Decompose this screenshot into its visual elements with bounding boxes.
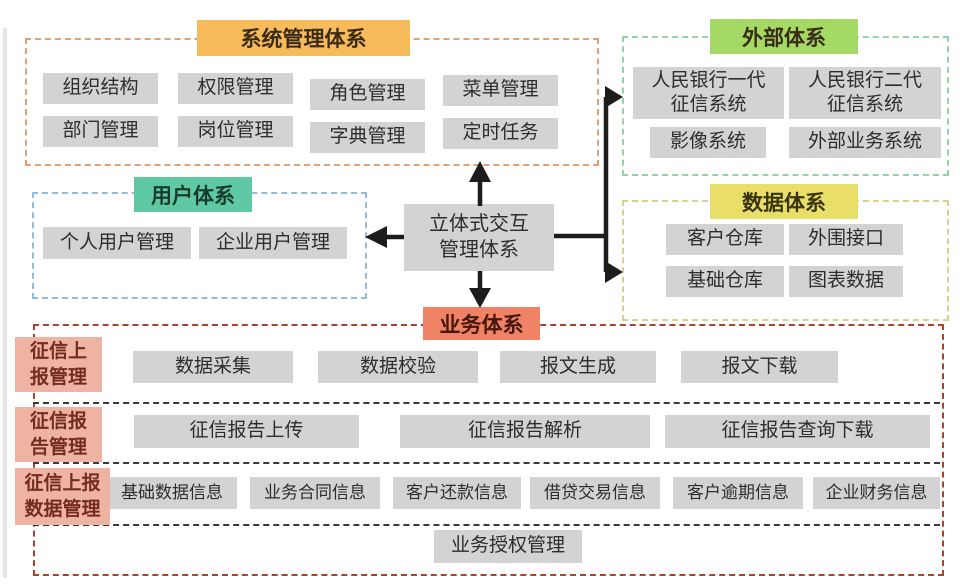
business-item: 数据校验 <box>318 351 478 383</box>
business-row-label-line: 报管理 <box>29 366 87 388</box>
business-item: 征信报告上传 <box>134 415 359 448</box>
external-item-line: 人民银行一代 <box>651 69 766 91</box>
data-item: 外围接口 <box>789 224 903 255</box>
external-item-line: 征信系统 <box>826 94 903 115</box>
business-row-label-line: 告管理 <box>29 436 87 458</box>
system-item: 菜单管理 <box>443 75 558 106</box>
business-item: 业务合同信息 <box>250 477 380 509</box>
system-item: 岗位管理 <box>178 116 293 147</box>
external-item: 影像系统 <box>650 127 766 158</box>
system-item: 角色管理 <box>310 79 425 110</box>
business-row-label-line: 征信上 <box>29 340 87 362</box>
business-item: 借贷交易信息 <box>530 477 660 509</box>
business-row-label: 征信上报 数据管理 <box>15 468 110 525</box>
business-row-separator <box>33 402 940 404</box>
system-item: 组织结构 <box>43 73 158 104</box>
business-item: 数据采集 <box>133 351 293 383</box>
external-item: 人民银行二代 征信系统 <box>789 67 941 119</box>
business-row-label: 征信上 报管理 <box>15 337 102 392</box>
external-item: 外部业务系统 <box>789 127 941 158</box>
external-item: 人民银行一代 征信系统 <box>633 67 784 119</box>
page-edge <box>3 28 7 578</box>
user-item: 企业用户管理 <box>199 227 347 259</box>
central-hub-line: 管理体系 <box>439 238 519 261</box>
external-item-line: 人民银行二代 <box>807 69 922 91</box>
business-row-label: 征信报 告管理 <box>15 407 102 462</box>
business-item: 客户还款信息 <box>393 477 521 509</box>
section-data-header: 数据体系 <box>710 184 858 219</box>
business-item: 客户逾期信息 <box>673 477 803 509</box>
arrow-left <box>365 226 404 248</box>
business-item: 报文下载 <box>681 351 838 383</box>
section-system-header: 系统管理体系 <box>197 20 410 56</box>
business-item: 征信报告解析 <box>400 415 650 448</box>
data-item: 客户仓库 <box>666 224 784 255</box>
system-item: 部门管理 <box>43 116 158 147</box>
section-user-header: 用户体系 <box>134 177 252 212</box>
system-item: 定时任务 <box>443 118 558 149</box>
system-item: 权限管理 <box>178 73 293 104</box>
arrow-down <box>469 271 491 308</box>
section-external-header: 外部体系 <box>710 19 858 54</box>
business-item: 业务授权管理 <box>434 530 582 563</box>
business-row-separator <box>33 524 940 526</box>
central-hub-line: 立体式交互 <box>429 212 529 235</box>
business-row-label-line: 数据管理 <box>24 498 101 520</box>
business-item: 企业财务信息 <box>813 477 940 509</box>
section-business-header: 业务体系 <box>423 307 540 340</box>
business-row-separator <box>33 462 940 464</box>
user-item: 个人用户管理 <box>43 227 191 259</box>
business-item: 征信报告查询下载 <box>665 415 930 448</box>
external-item-line: 征信系统 <box>670 94 747 115</box>
system-item: 字典管理 <box>310 122 425 153</box>
data-item: 图表数据 <box>789 266 903 297</box>
central-hub: 立体式交互 管理体系 <box>404 204 554 271</box>
business-row-label-line: 征信报 <box>29 410 87 432</box>
data-item: 基础仓库 <box>666 266 784 297</box>
arrow-up <box>469 161 491 206</box>
business-row-label-line: 征信上报 <box>24 472 101 494</box>
business-item: 基础数据信息 <box>107 477 237 509</box>
business-item: 报文生成 <box>500 351 656 383</box>
